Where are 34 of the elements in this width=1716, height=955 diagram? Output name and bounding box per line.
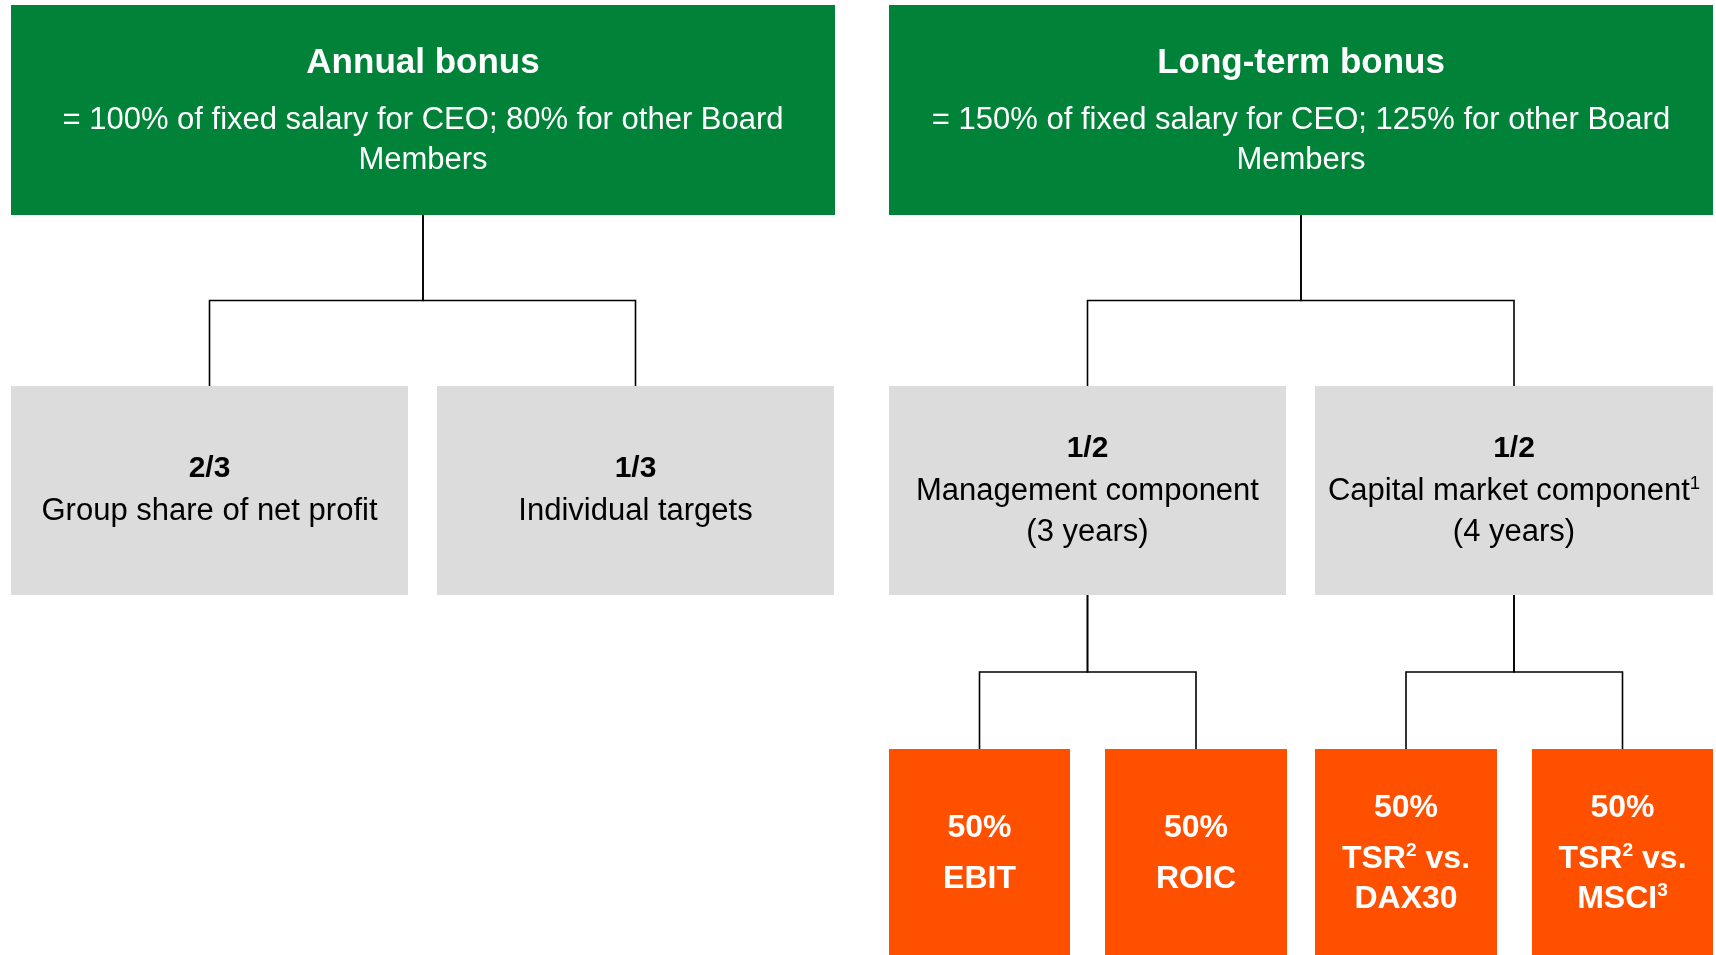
heading: 50% xyxy=(947,807,1012,845)
header-box xyxy=(889,5,1713,215)
heading: 50% xyxy=(1590,787,1655,825)
heading: 1/2 xyxy=(1493,430,1535,465)
connector-line xyxy=(1513,594,1624,750)
header-box xyxy=(11,5,835,215)
component-box xyxy=(889,386,1286,595)
metric-box xyxy=(1105,749,1287,955)
metric-box xyxy=(889,749,1070,955)
component-box xyxy=(437,386,834,595)
description: TSR$^{2}$ vs. DAX30 xyxy=(1340,837,1471,917)
heading: 50% xyxy=(1373,787,1438,825)
metric-box xyxy=(1532,749,1713,955)
description: TSR$^{2}$ vs. MSCI$^{3}$ xyxy=(1557,837,1688,917)
description: = 150% of fixed salary for CEO; 125% for other Board Members xyxy=(930,99,1672,178)
connector-line xyxy=(422,214,637,387)
description: = 100% of fixed salary for CEO; 80% for other Board Members xyxy=(61,99,785,178)
heading: 1/2 xyxy=(1066,430,1109,465)
component-box xyxy=(1315,386,1713,595)
description: Individual targets xyxy=(518,491,753,530)
component-box xyxy=(11,386,408,595)
description: Capital market component$^{1}$ (4 years) xyxy=(1327,470,1701,550)
heading: 2/3 xyxy=(188,450,231,485)
connector-line xyxy=(1086,594,1197,750)
description: ROIC xyxy=(1156,857,1236,897)
description: Management component (3 years) xyxy=(915,471,1260,550)
heading: 50% xyxy=(1163,807,1228,845)
heading: Long-term bonus xyxy=(1157,40,1445,81)
heading: Annual bonus xyxy=(306,40,540,81)
description: EBIT xyxy=(943,857,1016,897)
metric-box xyxy=(1315,749,1497,955)
description: Group share of net profit xyxy=(41,491,378,530)
heading: 1/3 xyxy=(614,450,657,485)
connector-line xyxy=(1300,214,1515,387)
